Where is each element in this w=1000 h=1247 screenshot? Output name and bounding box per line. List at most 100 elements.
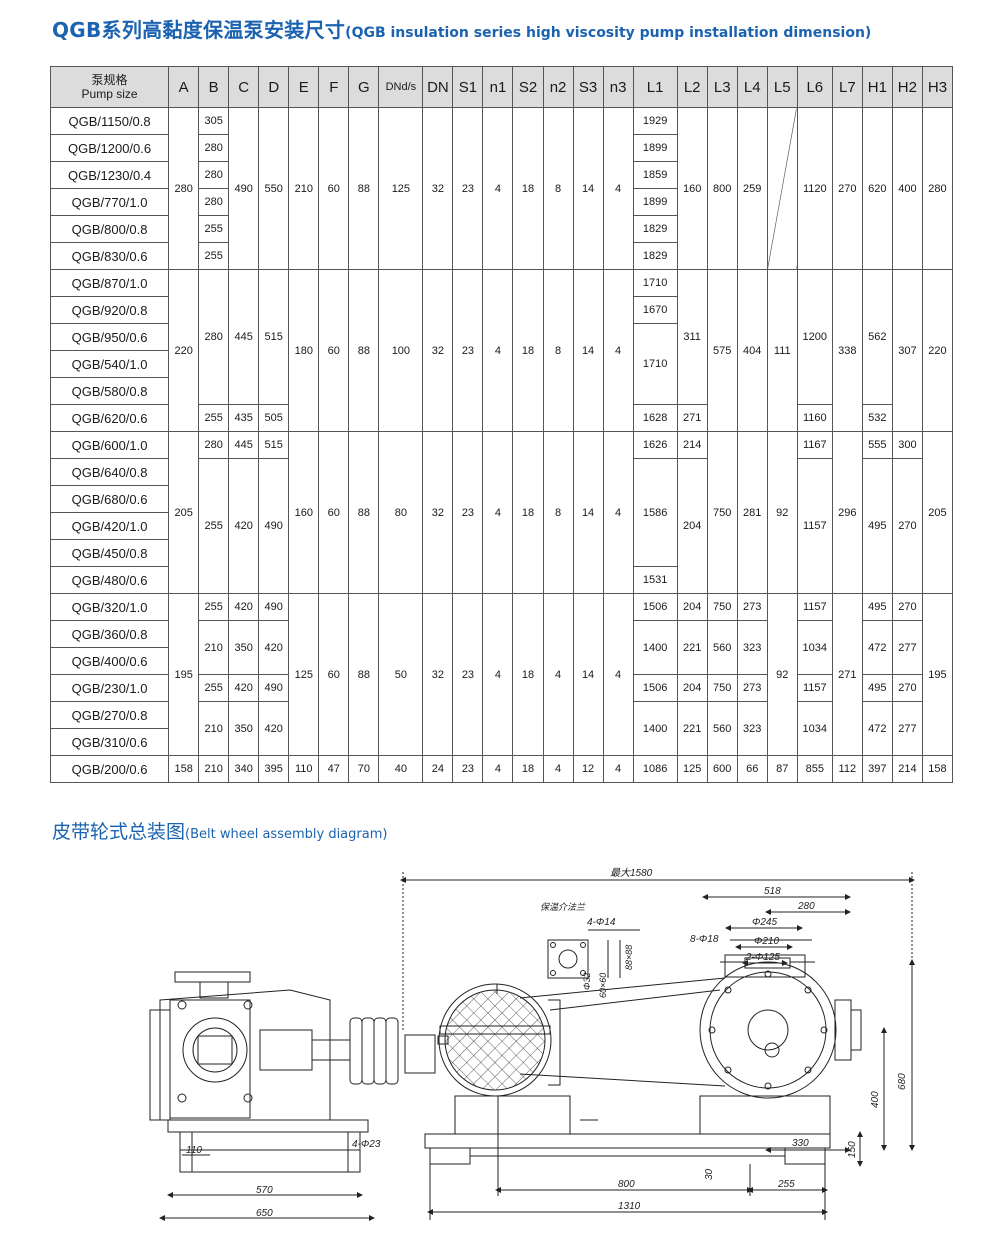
dimension-cell: 204 [676,674,708,702]
page-title: QGB系列高黏度保温泵安装尺寸(QGB insulation series hi… [52,14,871,43]
pump-size-cell: QGB/640/0.8 [49,458,170,486]
dim-800: 800 [618,1179,635,1190]
pump-size-cell: QGB/480/0.6 [49,566,170,594]
dimension-cell: 273 [736,593,768,621]
column-header-f: F [318,66,350,108]
dimension-cell: 277 [891,620,923,675]
dim-4-14: 4-Φ14 [587,917,616,928]
dim-518: 518 [764,886,781,897]
dim-2-125: 2-Φ125 [745,952,780,963]
dimension-cell: 87 [766,755,798,783]
dimension-cell: 210 [198,701,230,756]
column-header-e: E [288,66,320,108]
dimension-cell: 66 [736,755,768,783]
dim-dia-32: Φ32 [582,972,592,990]
dimension-cell: 32 [422,593,454,756]
dim-650: 650 [256,1208,273,1219]
dimension-cell: 4 [602,107,634,270]
dimension-cell: 60 [318,593,350,756]
dimension-cell: 397 [861,755,893,783]
dimension-cell: 270 [891,674,923,702]
dimension-cell: 160 [288,431,320,594]
dimension-cell: 18 [512,269,544,432]
column-header-a: A [168,66,200,108]
dimension-cell: 495 [861,593,893,621]
dimension-cell: 4 [542,593,574,756]
dim-dia-245: Φ245 [752,917,777,928]
dimension-cell: 515 [258,269,290,405]
dimension-cell: 88 [348,431,380,594]
dimension-cell: 1506 [632,674,678,702]
belt-wheel-assembly-drawing: 110 4-Φ23 570 650 [149,867,915,1221]
dimension-cell: 204 [676,458,708,594]
dimension-cell: 490 [258,674,290,702]
dim-dia-210: Φ210 [754,936,779,947]
dimension-cell: 92 [766,593,798,756]
dimension-cell: 420 [258,620,290,675]
pump-size-cell: QGB/400/0.6 [49,647,170,675]
dimension-cell: 4 [602,269,634,432]
column-header-l3: L3 [706,66,738,108]
pump-size-header-cn: 泵规格 [91,73,128,87]
dimension-cell: 338 [831,269,863,432]
dimension-cell: 560 [706,701,738,756]
dimension-cell: 158 [168,755,200,783]
dimension-cell: 323 [736,701,768,756]
dimension-cell: 14 [572,269,604,432]
column-header-s1: S1 [452,66,484,108]
pump-size-cell: QGB/680/0.6 [49,485,170,513]
column-header-l2: L2 [676,66,708,108]
dimension-cell: 575 [706,269,738,432]
dim-1310: 1310 [618,1201,641,1212]
pump-size-cell: QGB/1200/0.6 [49,134,170,162]
pump-size-cell: QGB/1230/0.4 [49,161,170,189]
column-header-c: C [228,66,260,108]
dim-4-23: 4-Φ23 [352,1139,381,1150]
dimension-cell: 110 [288,755,320,783]
diagram-title: 皮带轮式总装图(Belt wheel assembly diagram) [52,817,387,844]
dimension-cell: 280 [198,188,230,216]
column-header-l4: L4 [736,66,768,108]
column-header-s3: S3 [572,66,604,108]
dimension-cell: 1120 [796,107,833,270]
dimension-cell: 620 [861,107,893,270]
dimension-cell: 4 [602,755,634,783]
dimension-cell: 18 [512,431,544,594]
column-header-n3: n3 [602,66,634,108]
front-view [400,872,915,1220]
dimension-cell: 1157 [796,458,833,594]
dimension-cell: 220 [168,269,200,432]
dimension-cell: 4 [602,431,634,594]
dimension-cell: 280 [198,134,230,162]
dimension-cell: 300 [891,431,923,459]
dimension-cell: 1086 [632,755,678,783]
dimension-cell: 445 [228,269,260,405]
dimension-cell: 50 [378,593,424,756]
column-header-dnds: DNd/s [378,66,424,108]
dimension-cell: 750 [706,593,738,621]
dimension-cell: 80 [378,431,424,594]
pump-size-cell: QGB/270/0.8 [49,701,170,729]
dimension-cell: 1829 [632,242,678,270]
pump-size-cell: QGB/830/0.6 [49,242,170,270]
dimension-cell: 472 [861,620,893,675]
dimension-cell: 445 [228,431,260,459]
pump-size-header-en: Pump size [81,87,138,101]
column-header-n2: n2 [542,66,574,108]
dimension-cell: 305 [198,107,230,135]
dimension-cell: 88 [348,107,380,270]
dimension-cell: 210 [288,107,320,270]
dimension-cell: 4 [482,269,514,432]
table-row: QGB/400/0.6 [49,647,953,675]
dimension-cell: 1628 [632,404,678,432]
dimension-cell: 495 [861,674,893,702]
dimension-cell: 1899 [632,134,678,162]
pump-size-cell: QGB/950/0.6 [49,323,170,351]
dimension-cell: 296 [831,431,863,594]
